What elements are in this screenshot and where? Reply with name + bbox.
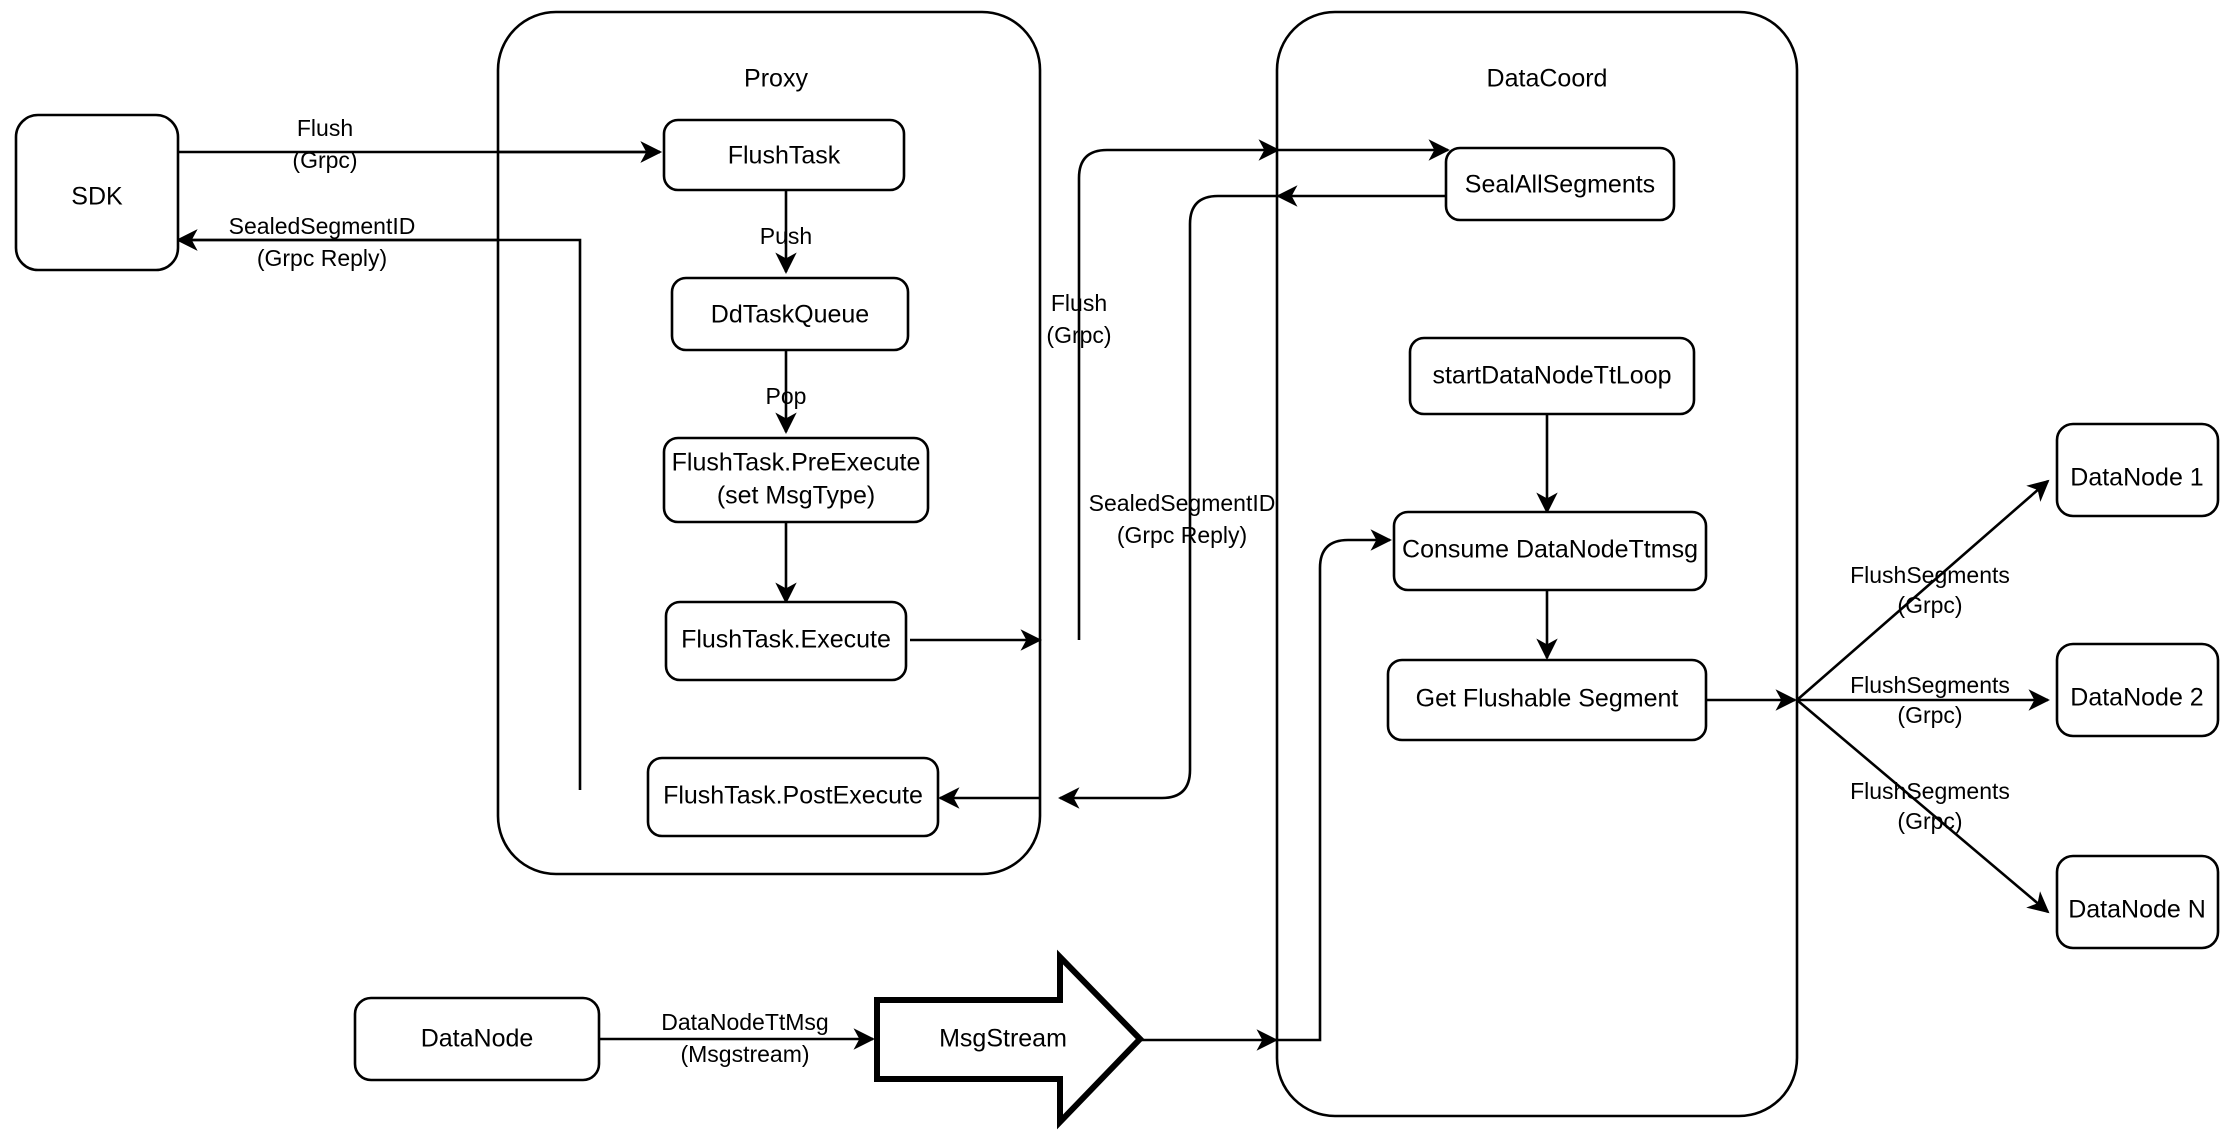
node-datanode-2-box[interactable] bbox=[2055, 642, 2220, 738]
edge-datanode-to-msgstream: DataNodeTtMsg (Msgstream) bbox=[599, 1009, 875, 1067]
node-msgstream[interactable]: MsgStream bbox=[874, 949, 1145, 1130]
node-flushtask-preexecute-box[interactable] bbox=[662, 436, 930, 524]
node-flushtask-box[interactable] bbox=[662, 118, 906, 192]
node-flushtask-postexecute-box[interactable] bbox=[646, 756, 940, 838]
edge-label-sealedsegmentid-line1: SealedSegmentID bbox=[229, 213, 416, 239]
edge-push: Push bbox=[760, 190, 812, 274]
node-startdatanodettloop[interactable]: startDataNodeTtLoop bbox=[1408, 336, 1696, 416]
edge-execute-to-sealallsegments: Flush (Grpc) bbox=[910, 139, 1450, 651]
edge-label-coord-sealedsegmentid-line2: (Grpc Reply) bbox=[1117, 522, 1247, 548]
edge-label-flushsegments-1-line1: FlushSegments bbox=[1850, 562, 2010, 588]
node-flushtask-preexecute-label-line1: FlushTask.PreExecute bbox=[672, 449, 921, 477]
edge-label-flush-grpc-line1: Flush bbox=[297, 115, 353, 141]
node-msgstream-arrow-shape[interactable] bbox=[874, 949, 1145, 1130]
edge-pop: Pop bbox=[766, 350, 807, 434]
proxy-container-border bbox=[496, 10, 1042, 876]
edge-label-pop: Pop bbox=[766, 383, 807, 409]
edge-label-datanodettmsg-line2: (Msgstream) bbox=[680, 1041, 809, 1067]
node-ddtaskqueue[interactable]: DdTaskQueue bbox=[670, 276, 910, 352]
node-flushtask-preexecute-label-line2: (set MsgType) bbox=[717, 482, 875, 510]
node-flushtask-execute[interactable]: FlushTask.Execute bbox=[664, 600, 908, 682]
node-flushtask-postexecute[interactable]: FlushTask.PostExecute bbox=[646, 756, 940, 838]
node-sealallsegments-box[interactable] bbox=[1444, 146, 1676, 222]
edge-proxy-to-sdk: SealedSegmentID (Grpc Reply) bbox=[176, 213, 582, 790]
edge-sealallsegments-to-postexecute: SealedSegmentID (Grpc Reply) bbox=[938, 185, 1448, 809]
node-datanode-n-box[interactable] bbox=[2055, 854, 2220, 950]
node-datanode-source[interactable]: DataNode bbox=[353, 996, 601, 1082]
node-flushtask-preexecute[interactable]: FlushTask.PreExecute (set MsgType) bbox=[662, 436, 930, 524]
edge-label-flushsegments-n-line1: FlushSegments bbox=[1850, 778, 2010, 804]
node-consume-datanodettmsg-label: Consume DataNodeTtmsg bbox=[1402, 536, 1698, 564]
container-proxy: Proxy bbox=[496, 10, 1042, 876]
edge-label-flushsegments-1-line2: (Grpc) bbox=[1897, 592, 1962, 618]
node-datanode-1[interactable]: DataNode 1 bbox=[2055, 422, 2220, 518]
edge-label-coord-sealedsegmentid-line1: SealedSegmentID bbox=[1089, 490, 1276, 516]
node-sdk-label: SDK bbox=[71, 183, 123, 211]
edge-sdk-to-proxy: Flush (Grpc) bbox=[178, 115, 662, 173]
container-datacoord: DataCoord bbox=[1275, 10, 1799, 1118]
edge-label-proxy-flush-line2: (Grpc) bbox=[1046, 322, 1111, 348]
edge-label-datanodettmsg-line1: DataNodeTtMsg bbox=[661, 1009, 828, 1035]
node-consume-datanodettmsg[interactable]: Consume DataNodeTtmsg bbox=[1392, 510, 1708, 592]
node-sealallsegments-label: SealAllSegments bbox=[1465, 171, 1655, 199]
node-datanode-source-box[interactable] bbox=[353, 996, 601, 1082]
node-datanode-n[interactable]: DataNode N bbox=[2055, 854, 2220, 950]
edge-label-sealedsegmentid-line2: (Grpc Reply) bbox=[257, 245, 387, 271]
edge-label-proxy-flush-line1: Flush bbox=[1051, 290, 1107, 316]
node-sdk[interactable]: SDK bbox=[14, 113, 180, 272]
node-datanode-n-label: DataNode N bbox=[2068, 896, 2206, 924]
edge-fanout-datanode-1: FlushSegments (Grpc) bbox=[1796, 479, 2050, 701]
node-sealallsegments[interactable]: SealAllSegments bbox=[1444, 146, 1676, 222]
datacoord-container-label: DataCoord bbox=[1487, 65, 1608, 93]
edge-label-flush-grpc-line2: (Grpc) bbox=[292, 147, 357, 173]
node-msgstream-label: MsgStream bbox=[939, 1025, 1067, 1053]
edge-label-flushsegments-2-line1: FlushSegments bbox=[1850, 672, 2010, 698]
node-datanode-2-label: DataNode 2 bbox=[2070, 684, 2203, 712]
edge-fanout-datanode-n: FlushSegments (Grpc) bbox=[1796, 699, 2050, 914]
proxy-container-label: Proxy bbox=[744, 65, 808, 93]
node-get-flushable-segment[interactable]: Get Flushable Segment bbox=[1386, 658, 1708, 742]
node-datanode-1-box[interactable] bbox=[2055, 422, 2220, 518]
node-flushtask[interactable]: FlushTask bbox=[662, 118, 906, 192]
node-get-flushable-segment-label: Get Flushable Segment bbox=[1416, 685, 1679, 713]
edge-label-flushsegments-2-line2: (Grpc) bbox=[1897, 702, 1962, 728]
node-flushtask-execute-label: FlushTask.Execute bbox=[681, 626, 891, 654]
node-consume-datanodettmsg-box[interactable] bbox=[1392, 510, 1708, 592]
edge-label-flushsegments-n-line2: (Grpc) bbox=[1897, 808, 1962, 834]
node-flushtask-label: FlushTask bbox=[728, 142, 841, 170]
node-flushtask-postexecute-label: FlushTask.PostExecute bbox=[663, 782, 923, 810]
node-datanode-1-label: DataNode 1 bbox=[2070, 464, 2203, 492]
edge-label-push: Push bbox=[760, 223, 812, 249]
datacoord-container-border bbox=[1275, 10, 1799, 1118]
node-datanode-2[interactable]: DataNode 2 bbox=[2055, 642, 2220, 738]
node-flushtask-execute-box[interactable] bbox=[664, 600, 908, 682]
edge-fanout-datanode-2: FlushSegments (Grpc) bbox=[1797, 672, 2050, 728]
node-ddtaskqueue-box[interactable] bbox=[670, 276, 910, 352]
node-ddtaskqueue-label: DdTaskQueue bbox=[711, 301, 869, 329]
node-sdk-box[interactable] bbox=[14, 113, 180, 272]
node-get-flushable-segment-box[interactable] bbox=[1386, 658, 1708, 742]
node-datanode-source-label: DataNode bbox=[421, 1025, 534, 1053]
node-startdatanodettloop-box[interactable] bbox=[1408, 336, 1696, 416]
node-startdatanodettloop-label: startDataNodeTtLoop bbox=[1432, 362, 1671, 390]
edge-msgstream-to-consume bbox=[1138, 529, 1392, 1051]
